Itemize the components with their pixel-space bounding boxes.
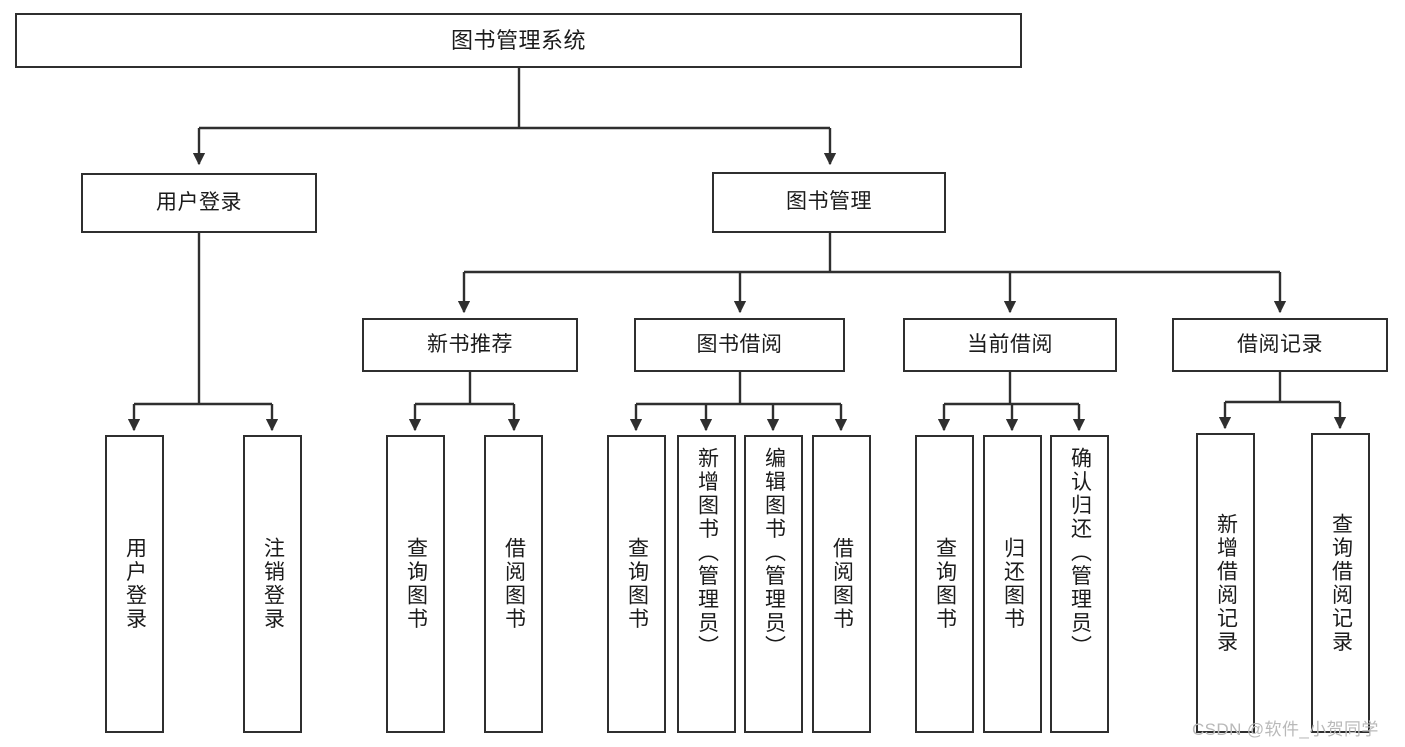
node-label: 查询图书	[933, 537, 957, 631]
leaf-borrow-book-recommend[interactable]: 借阅图书	[484, 435, 543, 733]
node-label: 借阅图书	[502, 537, 526, 631]
leaf-add-book-admin[interactable]: 新增图书（管理员）	[677, 435, 736, 733]
node-borrow-record[interactable]: 借阅记录	[1172, 318, 1388, 372]
node-label: 归还图书	[1001, 537, 1025, 631]
node-label: 借阅图书	[830, 537, 854, 631]
node-label: 查询图书	[404, 537, 428, 631]
node-current-borrow[interactable]: 当前借阅	[903, 318, 1117, 372]
leaf-user-login[interactable]: 用户登录	[105, 435, 164, 733]
leaf-query-book-borrow[interactable]: 查询图书	[607, 435, 666, 733]
watermark: CSDN @软件_小贺同学	[1192, 720, 1379, 739]
leaf-logout[interactable]: 注销登录	[243, 435, 302, 733]
node-new-book-recommend[interactable]: 新书推荐	[362, 318, 578, 372]
node-label: 编辑图书（管理员）	[762, 447, 786, 659]
leaf-return-book[interactable]: 归还图书	[983, 435, 1042, 733]
node-book-management[interactable]: 图书管理	[712, 172, 946, 233]
leaf-borrow-book[interactable]: 借阅图书	[812, 435, 871, 733]
node-label: 图书管理	[786, 190, 872, 214]
leaf-query-borrow-record[interactable]: 查询借阅记录	[1311, 433, 1370, 733]
node-label: 用户登录	[156, 190, 242, 214]
node-label: 借阅记录	[1237, 332, 1323, 356]
leaf-edit-book-admin[interactable]: 编辑图书（管理员）	[744, 435, 803, 733]
node-root-system[interactable]: 图书管理系统	[15, 13, 1022, 68]
node-label: 图书借阅	[696, 332, 783, 356]
node-user-login[interactable]: 用户登录	[81, 173, 317, 233]
leaf-confirm-return-admin[interactable]: 确认归还（管理员）	[1050, 435, 1109, 733]
node-label: 用户登录	[123, 537, 147, 631]
node-label: 注销登录	[261, 537, 285, 631]
node-label: 查询图书	[625, 537, 649, 631]
node-label: 确认归还（管理员）	[1068, 447, 1092, 659]
node-book-borrow[interactable]: 图书借阅	[634, 318, 845, 372]
node-label: 查询借阅记录	[1329, 512, 1353, 654]
leaf-query-book-recommend[interactable]: 查询图书	[386, 435, 445, 733]
node-label: 图书管理系统	[450, 27, 586, 53]
leaf-query-book-current[interactable]: 查询图书	[915, 435, 974, 733]
leaf-add-borrow-record[interactable]: 新增借阅记录	[1196, 433, 1255, 733]
node-label: 当前借阅	[967, 332, 1053, 356]
node-label: 新增图书（管理员）	[695, 447, 719, 659]
node-label: 新书推荐	[427, 332, 513, 356]
node-label: 新增借阅记录	[1214, 512, 1238, 654]
